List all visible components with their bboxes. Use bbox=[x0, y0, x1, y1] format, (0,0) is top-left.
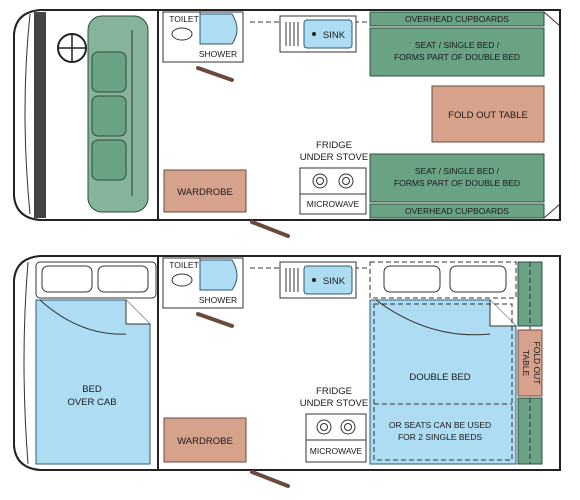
sink-drain-icon bbox=[312, 32, 316, 36]
wardrobe bbox=[163, 417, 247, 463]
seat-top-line2: FORMS PART OF DOUBLE BED bbox=[394, 52, 520, 62]
wardrobe-label: WARDROBE bbox=[177, 436, 233, 447]
cab-seat-cushion bbox=[91, 95, 127, 137]
microwave bbox=[305, 439, 367, 463]
double-bed bbox=[369, 299, 517, 465]
shower-label: SHOWER bbox=[199, 295, 237, 305]
overhead-cupboards-bottom bbox=[369, 203, 545, 219]
windscreen bbox=[24, 13, 31, 215]
drainer-grid bbox=[285, 268, 299, 292]
fridge-label-line1: FRIDGE bbox=[316, 386, 352, 397]
headrest-icon bbox=[97, 265, 149, 293]
van-outline bbox=[13, 255, 561, 471]
stove bbox=[299, 167, 367, 195]
seat-single-bed-top bbox=[369, 27, 545, 77]
bed-sheet-fold bbox=[39, 299, 127, 335]
fridge-label-line1: FRIDGE bbox=[316, 140, 352, 151]
seats-line2: FOR 2 SINGLE BEDS bbox=[398, 432, 482, 442]
bed-over-cab-line1: BED bbox=[82, 384, 102, 395]
stove-burners-icon bbox=[316, 419, 356, 435]
fold-out-table bbox=[431, 85, 545, 143]
overhead-cupboards-bottom-label: OVERHEAD CUPBOARDS bbox=[405, 206, 509, 216]
toilet-bowl-icon bbox=[171, 27, 193, 41]
stove-burners-icon bbox=[312, 173, 354, 189]
side-door bbox=[250, 470, 290, 488]
shower-basin-icon bbox=[199, 13, 238, 45]
seat-bottom-line1: SEAT / SINGLE BED / bbox=[415, 166, 500, 176]
cab-seat-cushion bbox=[91, 139, 127, 181]
van-outline bbox=[13, 9, 561, 221]
shower-label: SHOWER bbox=[199, 49, 237, 59]
fold-out-table-label: FOLD OUT TABLE bbox=[448, 110, 528, 121]
headrest-icon bbox=[383, 265, 441, 293]
bed-fold-corner bbox=[125, 300, 150, 325]
fridge-label-line2: UNDER STOVE bbox=[300, 152, 368, 163]
cupboard-corner bbox=[543, 11, 561, 27]
double-bed-label: DOUBLE BED bbox=[409, 372, 470, 383]
seats-line1: OR SEATS CAN BE USED bbox=[389, 420, 491, 430]
wardrobe-label: WARDROBE bbox=[177, 187, 233, 198]
seat-single-bed-bottom bbox=[369, 153, 545, 203]
overhead-cupboards-top bbox=[369, 11, 545, 27]
fold-out-table-line2: TABLE bbox=[521, 350, 531, 377]
toilet-label: TOILET bbox=[169, 260, 199, 270]
bed-seat-outline bbox=[373, 303, 513, 461]
seat-bottom-line2: FORMS PART OF DOUBLE BED bbox=[394, 178, 520, 188]
microwave-label: MICROWAVE bbox=[310, 446, 363, 456]
seat-top-line1: SEAT / SINGLE BED / bbox=[415, 40, 500, 50]
drainer-grid bbox=[285, 22, 299, 46]
sink-drain-icon bbox=[312, 278, 316, 282]
bathroom-door bbox=[196, 66, 234, 82]
microwave-label: MICROWAVE bbox=[307, 199, 360, 209]
sink-label: SINK bbox=[323, 30, 346, 41]
sink-basin-icon bbox=[303, 265, 353, 295]
windscreen bbox=[23, 261, 29, 465]
fold-out-table-line1: FOLD OUT bbox=[532, 342, 542, 385]
overhead-cupboards-top-label: OVERHEAD CUPBOARDS bbox=[405, 14, 509, 24]
bed-over-cab bbox=[35, 299, 151, 465]
bathroom-block bbox=[162, 257, 244, 309]
day-layout-plan: TOILET SHOWER SINK OVERHEAD CUPBOARDS SE… bbox=[13, 9, 561, 238]
side-door bbox=[250, 220, 290, 238]
fold-out-table bbox=[517, 329, 543, 397]
bed-fold-corner bbox=[489, 300, 516, 327]
bed-sheet-fold bbox=[375, 299, 491, 336]
stove bbox=[305, 413, 367, 441]
bathroom-block bbox=[162, 11, 244, 63]
fridge-label-line2: UNDER STOVE bbox=[300, 398, 368, 409]
shower-basin-icon bbox=[199, 259, 238, 291]
night-layout-plan: BED OVER CAB TOILET SHOWER SINK bbox=[13, 255, 561, 488]
sink-label: SINK bbox=[323, 276, 346, 287]
toilet-label: TOILET bbox=[169, 14, 199, 24]
sink-basin-icon bbox=[303, 19, 353, 49]
bathroom-door bbox=[196, 312, 234, 328]
microwave bbox=[299, 193, 367, 215]
steering-wheel-icon bbox=[57, 33, 87, 63]
headrest-icon bbox=[41, 265, 93, 293]
wardrobe bbox=[163, 169, 247, 213]
cab-seat-cushion bbox=[91, 51, 127, 93]
headrest-icon bbox=[449, 265, 507, 293]
cupboard-corner bbox=[543, 203, 561, 219]
bed-over-cab-line2: OVER CAB bbox=[67, 397, 116, 408]
toilet-bowl-icon bbox=[171, 273, 193, 287]
dashboard bbox=[34, 12, 46, 218]
